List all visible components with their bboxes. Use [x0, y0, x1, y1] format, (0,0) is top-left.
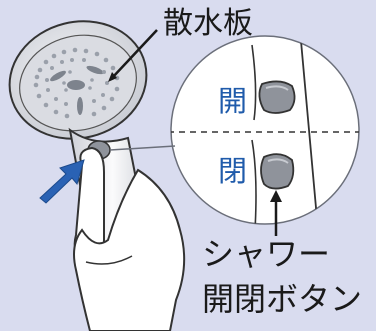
open-label: 開: [218, 84, 248, 118]
shower-button-label-line1: シャワー: [202, 235, 331, 273]
close-label: 閉: [218, 154, 248, 188]
zoom-connector: [109, 145, 176, 151]
shower-button-label-line2: 開閉ボタン: [202, 280, 363, 318]
blue-arrow-icon: [39, 159, 85, 204]
magnifier-circle: [170, 35, 360, 225]
shower-head: [8, 20, 148, 140]
spray-plate-label: 散水板: [163, 6, 253, 41]
spray-plate-nozzles: [33, 47, 120, 119]
button-closed-state: [260, 153, 295, 190]
button-open-state: [258, 80, 296, 114]
hand-illustration: [73, 146, 186, 331]
spray-plate-leader: [111, 29, 158, 79]
